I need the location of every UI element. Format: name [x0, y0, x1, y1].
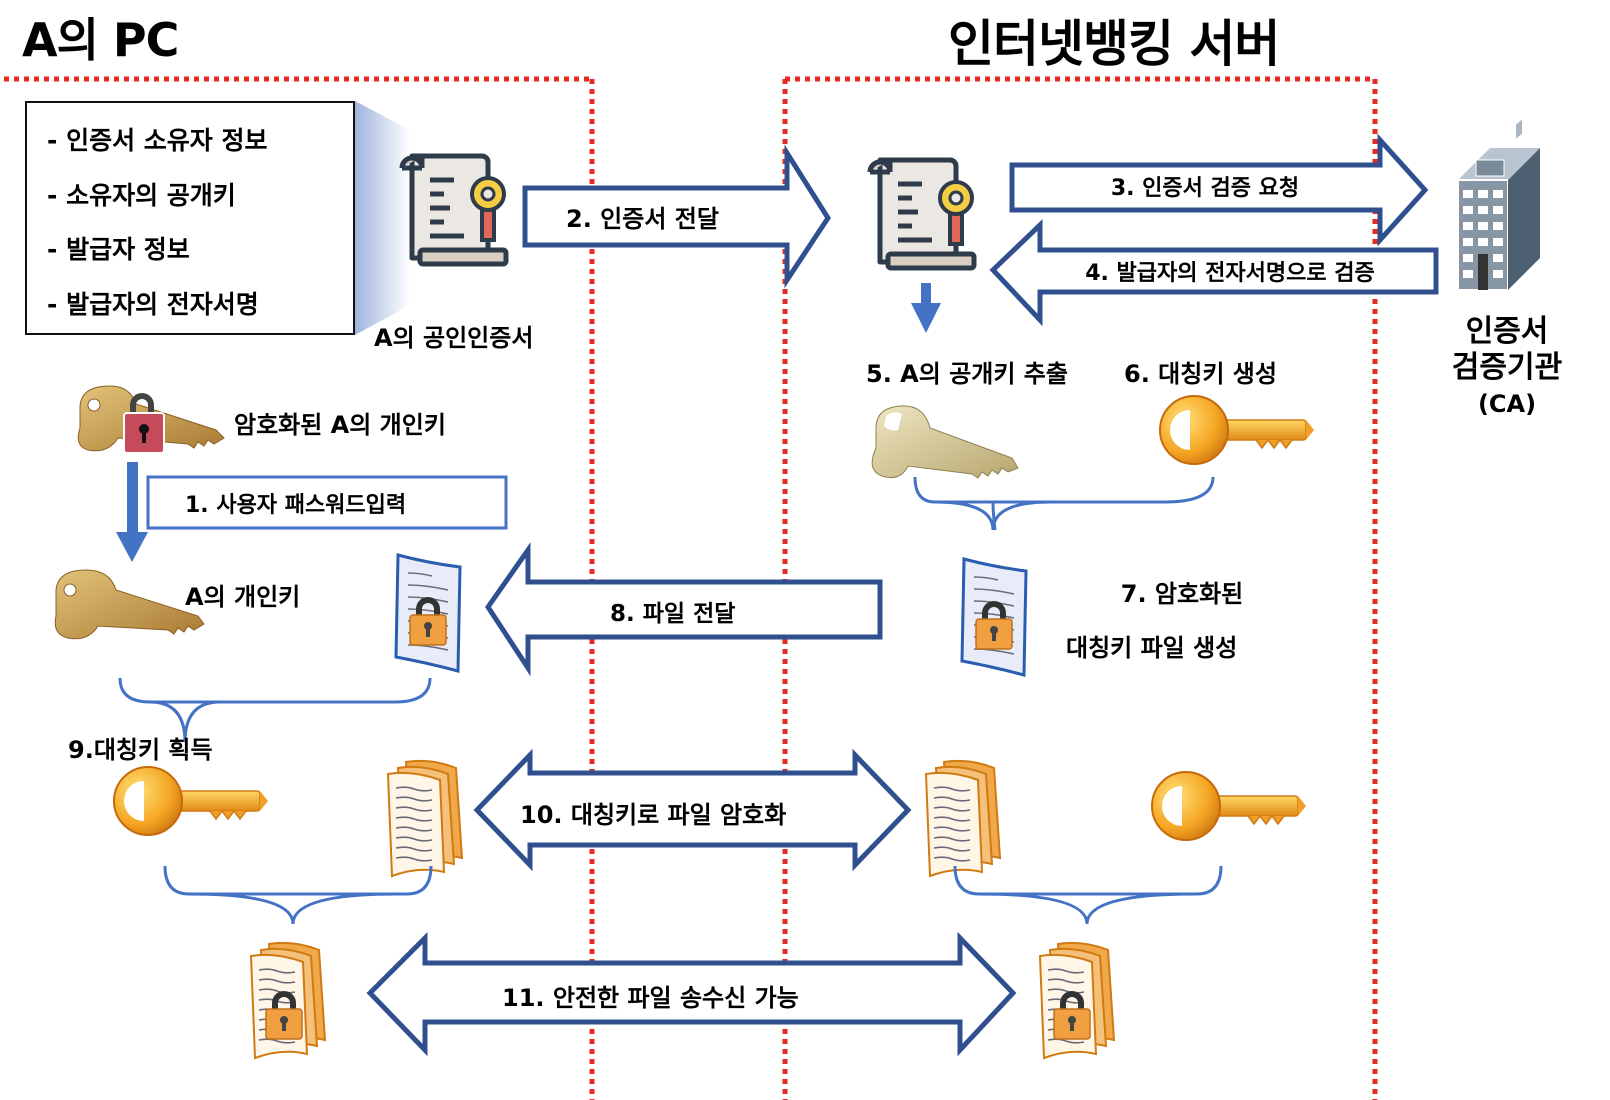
arrow-step-2 [522, 144, 831, 289]
certificate-caption: A의 공인인증서 [374, 324, 534, 352]
step-11-label: 11. 안전한 파일 송수신 가능 [502, 984, 799, 1012]
ca-label-line: (CA) [1477, 390, 1537, 418]
ca-building-icon [1457, 119, 1540, 291]
certificate-scroll-icon [870, 160, 974, 268]
step-4-label: 4. 발급자의 전자서명으로 검증 [1085, 261, 1375, 286]
info-item: - 발급자 정보 [47, 235, 190, 264]
certificate-info-box: - 인증서 소유자 정보 - 소유자의 공개키 - 발급자 정보 - 발급자의 … [25, 101, 355, 335]
encrypted-private-key-label: 암호화된 A의 개인키 [234, 411, 446, 439]
locked-key-icon [77, 385, 225, 454]
bracket [953, 865, 1223, 896]
step-3-label: 3. 인증서 검증 요청 [1110, 176, 1300, 201]
down-arrow [911, 283, 941, 333]
bracket [149, 700, 221, 743]
bracket [118, 677, 432, 704]
step-5-label: 5. A의 공개키 추출 [866, 360, 1068, 388]
arrow-step-11 [366, 931, 1017, 1057]
arrow-step-3 [1009, 133, 1429, 247]
step-6-label: 6. 대칭키 생성 [1124, 360, 1277, 388]
document-stack-icon [925, 759, 1001, 877]
step-7-label-line1: 7. 암호화된 [1120, 580, 1244, 608]
zoom-wedge [355, 101, 410, 335]
gold-key-icon [1151, 771, 1307, 841]
step-8-label: 8. 파일 전달 [610, 601, 736, 627]
client-title: A의 PC [22, 13, 179, 67]
info-item: - 발급자의 전자서명 [47, 290, 259, 319]
arrow-step-10 [473, 748, 912, 872]
gold-key-icon [1159, 395, 1315, 465]
ca-label-line: 검증기관 [1451, 350, 1563, 385]
locked-document-stack-icon [250, 941, 326, 1059]
ca-label: 인증서 검증기관 (CA) [1432, 314, 1582, 422]
private-key-label: A의 개인키 [185, 583, 301, 611]
gold-key-icon [113, 766, 269, 836]
locked-document-icon [396, 555, 460, 671]
bracket [163, 865, 433, 896]
step-1-box [146, 475, 508, 530]
arrow-step-8 [484, 542, 883, 677]
bracket [934, 500, 1052, 531]
bracket [978, 892, 1196, 925]
locked-document-icon [962, 559, 1026, 675]
server-title: 인터넷뱅킹 서버 [948, 15, 1280, 73]
down-arrow [116, 462, 148, 562]
step-7-label-line2: 대칭키 파일 생성 [1066, 634, 1238, 662]
arrow-step-4 [989, 219, 1439, 327]
certificate-scroll-icon [402, 156, 506, 264]
info-item: - 소유자의 공개키 [47, 181, 236, 210]
bracket [913, 476, 1215, 531]
locked-document-stack-icon [1039, 941, 1115, 1059]
silver-key-icon [871, 405, 1019, 479]
step-10-label: 10. 대칭키로 파일 암호화 [520, 801, 787, 829]
step-1-label: 1. 사용자 패스워드입력 [185, 493, 407, 518]
ca-label-line: 인증서 [1465, 314, 1549, 349]
document-stack-icon [387, 759, 463, 877]
info-item: - 인증서 소유자 정보 [47, 126, 268, 155]
step-9-label: 9.대칭키 획득 [68, 736, 213, 764]
bracket [188, 892, 398, 925]
brass-key-icon [54, 569, 205, 640]
step-2-label: 2. 인증서 전달 [566, 205, 719, 233]
